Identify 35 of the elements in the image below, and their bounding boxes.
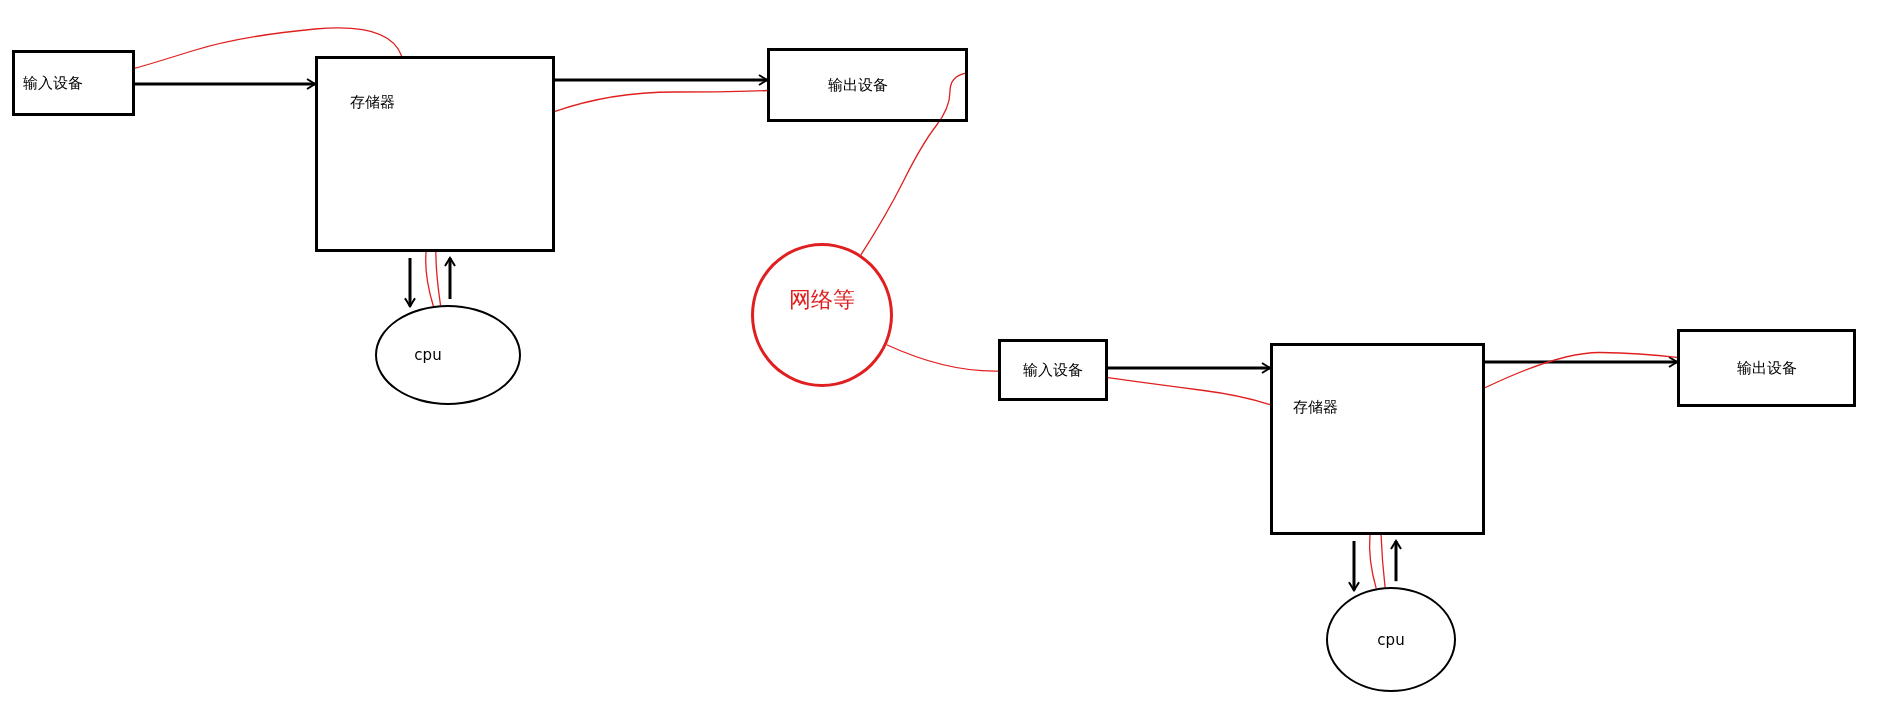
ellipse-node [1326, 587, 1456, 692]
device-box [1677, 329, 1856, 407]
flow-line [1368, 534, 1377, 590]
device-box [998, 339, 1108, 401]
arrow [444, 257, 456, 299]
device-box [12, 50, 135, 116]
device-box [1270, 343, 1485, 535]
node-label: 输出设备 [827, 76, 888, 94]
flow-line [425, 251, 434, 307]
flow-line [886, 344, 999, 372]
flow-line [1107, 377, 1271, 406]
node-label: 输入设备 [1023, 361, 1083, 379]
node-label: 存储器 [350, 93, 395, 111]
arrow [1485, 356, 1678, 368]
node-label: cpu [414, 346, 442, 364]
device-box [767, 48, 968, 122]
node-label: 网络等 [789, 286, 855, 314]
node-label: 存储器 [1293, 398, 1338, 416]
node-label: 输入设备 [23, 74, 83, 92]
arrow [555, 74, 768, 86]
flow-line [435, 251, 442, 306]
flow-line [554, 89, 768, 113]
arrow [1108, 362, 1271, 374]
arrow [404, 258, 416, 308]
ellipse-node [751, 243, 893, 387]
arrow [1390, 540, 1402, 582]
ellipse-node [375, 305, 521, 405]
flow-line [1484, 351, 1678, 389]
flow-line [134, 27, 403, 69]
node-label: cpu [1377, 630, 1405, 649]
arrow [135, 78, 316, 90]
flow-line [1380, 534, 1386, 588]
arrow [1348, 541, 1360, 592]
node-label: 输出设备 [1736, 359, 1797, 377]
device-box [315, 56, 555, 252]
